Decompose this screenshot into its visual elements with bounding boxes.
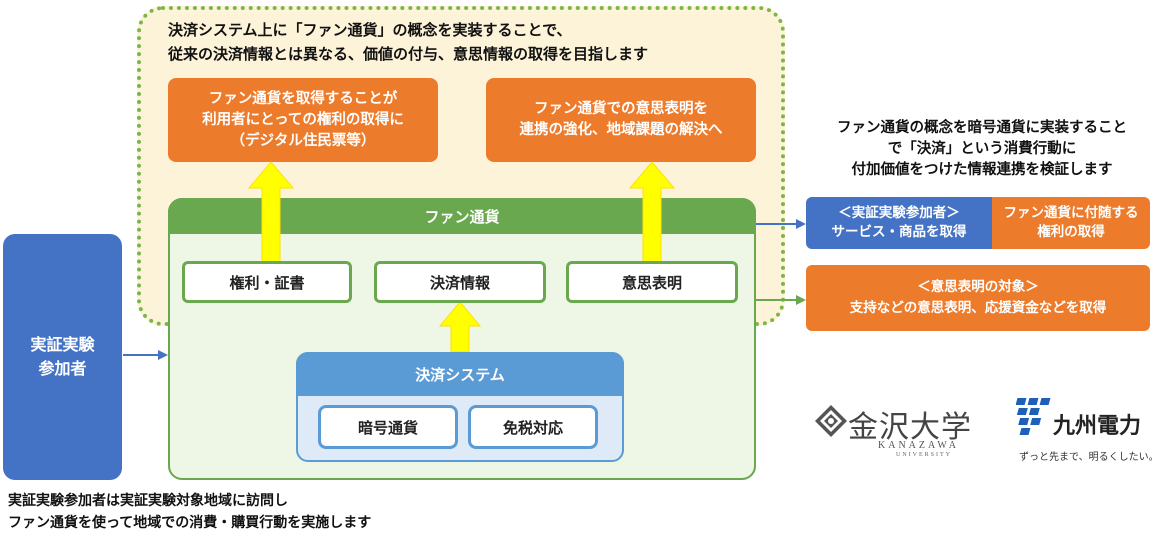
goal-expression-line-1: ファン通貨での意思表明を — [534, 101, 708, 117]
intent-outcome-box: ＜意思表明の対象＞ 支持などの意思表明、応援資金などを取得 — [806, 265, 1150, 331]
intent-expression-box: 意思表明 — [566, 261, 738, 303]
rights-outcome-box: ファン通貨に付随する 権利の取得 — [992, 197, 1150, 249]
intent-outcome-line-2: 支持などの意思表明、応援資金などを取得 — [849, 300, 1107, 316]
goal-expression-line-2: 連携の強化、地域課題の解決へ — [519, 122, 723, 138]
intro-line-2: 従来の決済情報とは異なる、価値の付与、意思情報の取得を目指します — [168, 45, 649, 63]
arrowhead-icon — [158, 350, 168, 360]
bottom-note-line-1: 実証実験参加者は実証実験対象地域に訪問し — [8, 493, 288, 509]
intro-line-1: 決済システム上に「ファン通貨」の概念を実装することで、 — [168, 21, 572, 39]
kanazawa-english-name: KANAZAWA — [878, 440, 959, 451]
goal-rights-box: ファン通貨を取得することが 利用者にとっての権利の取得に （デジタル住民票等） — [168, 78, 438, 162]
goal-rights-line-1: ファン通貨を取得することが — [208, 90, 398, 107]
bottom-note-line-2: ファン通貨を使って地域での消費・購買行動を実施します — [8, 515, 372, 531]
kanazawa-university-logo-text: 金沢大学 — [848, 410, 972, 445]
rights-certificate-box: 権利・証書 — [182, 261, 352, 303]
right-note-line-2: で「決済」という消費行動に — [887, 141, 1077, 157]
goal-rights-line-3: （デジタル住民票等） — [230, 132, 376, 149]
right-note-line-3: 付加価値をつけた情報連携を検証します — [851, 162, 1113, 178]
tax-free-box: 免税対応 — [468, 405, 598, 449]
fan-currency-title: ファン通貨 — [168, 198, 756, 234]
payment-system-title: 決済システム — [296, 352, 624, 396]
payment-info-box: 決済情報 — [374, 261, 546, 303]
goal-rights-line-2: 利用者にとっての権利の取得に — [202, 111, 404, 128]
intent-outcome-line-1: ＜意思表明の対象＞ — [917, 279, 1039, 295]
kyushu-electric-logo-text: 九州電力 — [1053, 414, 1142, 439]
kanazawa-emblem-icon — [815, 405, 847, 437]
participant-outcome-line-1: ＜実証実験参加者＞ — [838, 205, 960, 221]
participant-outcome-line-2: サービス・商品を取得 — [831, 224, 967, 240]
participant-box: 実証実験 参加者 — [3, 234, 122, 480]
kanazawa-english-university: UNIVERSITY — [896, 452, 952, 458]
rights-outcome-line-2: 権利の取得 — [1037, 224, 1105, 240]
right-note-line-1: ファン通貨の概念を暗号通貨に実装すること — [837, 120, 1127, 136]
crypto-currency-box: 暗号通貨 — [318, 405, 458, 449]
goal-expression-box: ファン通貨での意思表明を 連携の強化、地域課題の解決へ — [486, 78, 756, 162]
kyushu-electric-emblem-icon — [1016, 398, 1051, 435]
bottom-description: 実証実験参加者は実証実験対象地域に訪問し ファン通貨を使って地域での消費・購買行… — [8, 490, 371, 534]
participant-line-1: 実証実験 — [30, 335, 95, 354]
arrowhead-icon — [796, 295, 806, 305]
participant-line-2: 参加者 — [38, 359, 87, 378]
participant-outcome-box: ＜実証実験参加者＞ サービス・商品を取得 — [806, 197, 992, 249]
right-description: ファン通貨の概念を暗号通貨に実装すること で「決済」という消費行動に 付加価値を… — [800, 118, 1164, 181]
rights-outcome-line-1: ファン通貨に付随する — [1003, 205, 1139, 221]
arrowhead-icon — [796, 219, 806, 229]
kyushu-electric-tagline: ずっと先まで、明るくしたい。 — [1019, 452, 1159, 463]
intro-text: 決済システム上に「ファン通貨」の概念を実装することで、 従来の決済情報とは異なる… — [168, 18, 648, 66]
